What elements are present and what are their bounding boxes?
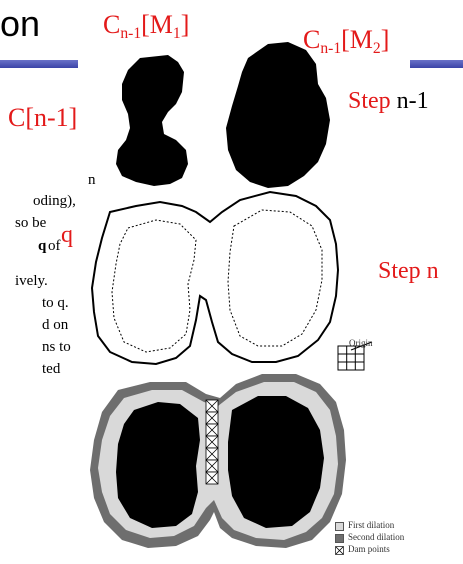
text-fragment: n xyxy=(88,172,96,188)
label-q: q xyxy=(61,222,73,248)
dilation-result xyxy=(90,374,346,548)
legend-label: First dilation xyxy=(348,520,395,530)
label-step-n: Step n xyxy=(378,258,439,284)
text-fragment: q xyxy=(38,238,47,254)
label-cn1-m1: Cn-1[M1] xyxy=(103,10,190,42)
text-fragment: of xyxy=(48,238,61,254)
region-m1 xyxy=(116,55,188,186)
text-fragment: oding), xyxy=(33,193,76,209)
legend-label: Second dilation xyxy=(348,532,405,542)
title-underline-left xyxy=(0,60,78,68)
structuring-element xyxy=(337,341,373,371)
legend-label: Dam points xyxy=(348,544,390,554)
text-fragment: to q. xyxy=(42,295,69,311)
title-underline-right xyxy=(410,60,463,68)
text-fragment: ted xyxy=(42,361,61,377)
outline-inner xyxy=(111,209,323,353)
legend-swatch-second-dilation xyxy=(335,534,344,543)
label-c-n-1: C[n-1] xyxy=(8,103,78,132)
text-fragment: ns to xyxy=(42,339,71,355)
text-fragment: ively. xyxy=(15,273,48,289)
origin-label: Origin xyxy=(349,338,373,348)
dam-points xyxy=(205,399,219,485)
text-fragment: so be xyxy=(15,215,47,231)
outline-dilated xyxy=(90,190,340,366)
legend-swatch-first-dilation xyxy=(335,522,344,531)
legend-swatch-dam-points xyxy=(335,546,344,555)
region-m2 xyxy=(226,42,330,188)
slide-title-fragment: on xyxy=(0,3,41,44)
text-fragment: d on xyxy=(42,317,69,333)
label-cn1-m2: Cn-1[M2] xyxy=(303,25,390,57)
label-step-n-1: Step n-1 xyxy=(348,88,429,114)
